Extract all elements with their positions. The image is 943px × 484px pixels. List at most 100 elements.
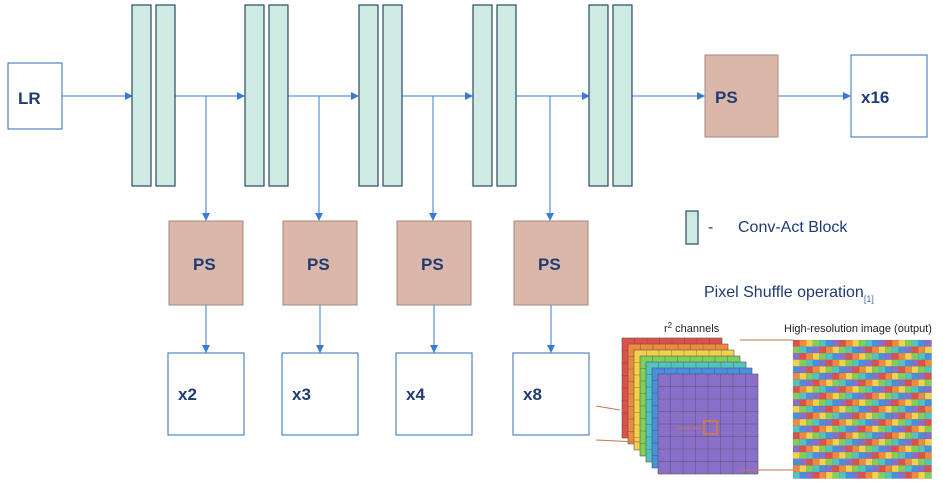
- hr-pixel: [819, 438, 827, 446]
- conv-act-block: [155, 4, 176, 187]
- pixel-shuffle-title: Pixel Shuffle operation[1]: [704, 284, 874, 304]
- hr-pixel: [905, 339, 912, 347]
- legend-conv-act-icon: [685, 210, 699, 245]
- hr-pixel: [839, 399, 846, 407]
- hr-pixel: [918, 432, 926, 440]
- hr-pixel: [885, 392, 893, 400]
- hr-pixel: [918, 366, 926, 374]
- hr-pixel: [819, 419, 827, 426]
- hr-pixel: [891, 458, 899, 466]
- hr-pixel: [806, 399, 813, 407]
- hr-pixel: [924, 445, 932, 453]
- hr-pixel: [918, 359, 926, 367]
- hr-pixel: [852, 438, 860, 446]
- hr-pixel: [812, 412, 820, 420]
- hr-pixel: [885, 438, 893, 446]
- hr-pixel: [832, 412, 840, 420]
- hr-pixel: [812, 471, 820, 479]
- hr-pixel: [852, 372, 860, 380]
- hr-pixel: [872, 399, 879, 407]
- hr-pixel: [819, 465, 827, 473]
- hr-pixel: [898, 353, 906, 360]
- hr-pixel: [852, 412, 860, 420]
- channels-label: r2 channels: [664, 321, 720, 335]
- hr-pixel: [852, 392, 860, 400]
- hr-pixel: [832, 465, 840, 473]
- hr-pixel: [885, 379, 893, 387]
- hr-pixel: [832, 452, 840, 459]
- hr-pixel: [885, 471, 893, 479]
- hr-pixel: [898, 346, 906, 354]
- hr-pixel: [799, 445, 807, 453]
- hr-pixel: [898, 339, 906, 347]
- hr-pixel: [852, 419, 860, 426]
- hr-pixel: [799, 386, 807, 393]
- hr-pixel: [924, 386, 932, 393]
- hr-pixel: [839, 339, 846, 347]
- hr-pixel: [898, 465, 906, 473]
- hr-pixel: [845, 452, 853, 459]
- hr-pixel: [911, 438, 919, 446]
- hr-pixel: [898, 359, 906, 367]
- hr-pixel: [898, 419, 906, 426]
- hr-pixel: [825, 458, 833, 466]
- hr-pixel: [891, 366, 899, 374]
- hr-pixel: [858, 339, 866, 347]
- ps-box-2-label: PS: [307, 255, 330, 274]
- hr-pixel: [872, 471, 879, 479]
- hr-pixel: [825, 366, 833, 374]
- hr-pixel: [845, 399, 853, 407]
- hr-pixel: [872, 419, 879, 426]
- output-x3-label: x3: [292, 385, 311, 404]
- hr-pixel: [905, 452, 912, 459]
- hr-pixel: [825, 419, 833, 426]
- hr-pixel: [845, 438, 853, 446]
- hr-pixel: [845, 379, 853, 387]
- hr-pixel: [918, 386, 926, 393]
- output-x4-label: x4: [406, 385, 425, 404]
- hr-pixel: [799, 432, 807, 440]
- hr-pixel: [911, 366, 919, 374]
- hr-pixel: [852, 432, 860, 440]
- hr-pixel: [792, 405, 800, 413]
- hr-pixel: [911, 425, 919, 433]
- hr-pixel: [865, 372, 873, 380]
- hr-pixel: [885, 372, 893, 380]
- hr-pixel: [872, 458, 879, 466]
- hr-pixel: [792, 452, 800, 459]
- hr-pixel: [905, 379, 912, 387]
- hr-pixel: [905, 392, 912, 400]
- hr-pixel: [839, 438, 846, 446]
- ps-box-4: [513, 220, 589, 306]
- hr-pixel: [839, 419, 846, 426]
- hr-pixel: [839, 346, 846, 354]
- output-box-x4: [395, 352, 473, 436]
- hr-pixel: [885, 346, 893, 354]
- hr-pixel: [852, 405, 860, 413]
- hr-pixel: [918, 399, 926, 407]
- hr-pixel: [891, 346, 899, 354]
- hr-pixel: [865, 386, 873, 393]
- conv-act-block: [268, 4, 289, 187]
- conv-block-pair-4: [472, 4, 517, 187]
- hr-pixel: [891, 419, 899, 426]
- hr-pixel: [872, 445, 879, 453]
- hr-pixel: [832, 445, 840, 453]
- hr-pixel: [911, 353, 919, 360]
- hr-pixel: [825, 471, 833, 479]
- hr-pixel: [898, 392, 906, 400]
- hr-pixel: [825, 438, 833, 446]
- hr-pixel: [812, 458, 820, 466]
- hr-pixel: [839, 432, 846, 440]
- hr-pixel: [924, 392, 932, 400]
- hr-pixel: [891, 405, 899, 413]
- hr-pixel: [878, 458, 886, 466]
- hr-pixel: [872, 412, 879, 420]
- hr-pixel: [872, 346, 879, 354]
- hr-pixel: [792, 471, 800, 479]
- hr-pixel: [891, 452, 899, 459]
- hr-pixel: [825, 445, 833, 453]
- hr-pixel: [799, 366, 807, 374]
- hr-pixel: [819, 412, 827, 420]
